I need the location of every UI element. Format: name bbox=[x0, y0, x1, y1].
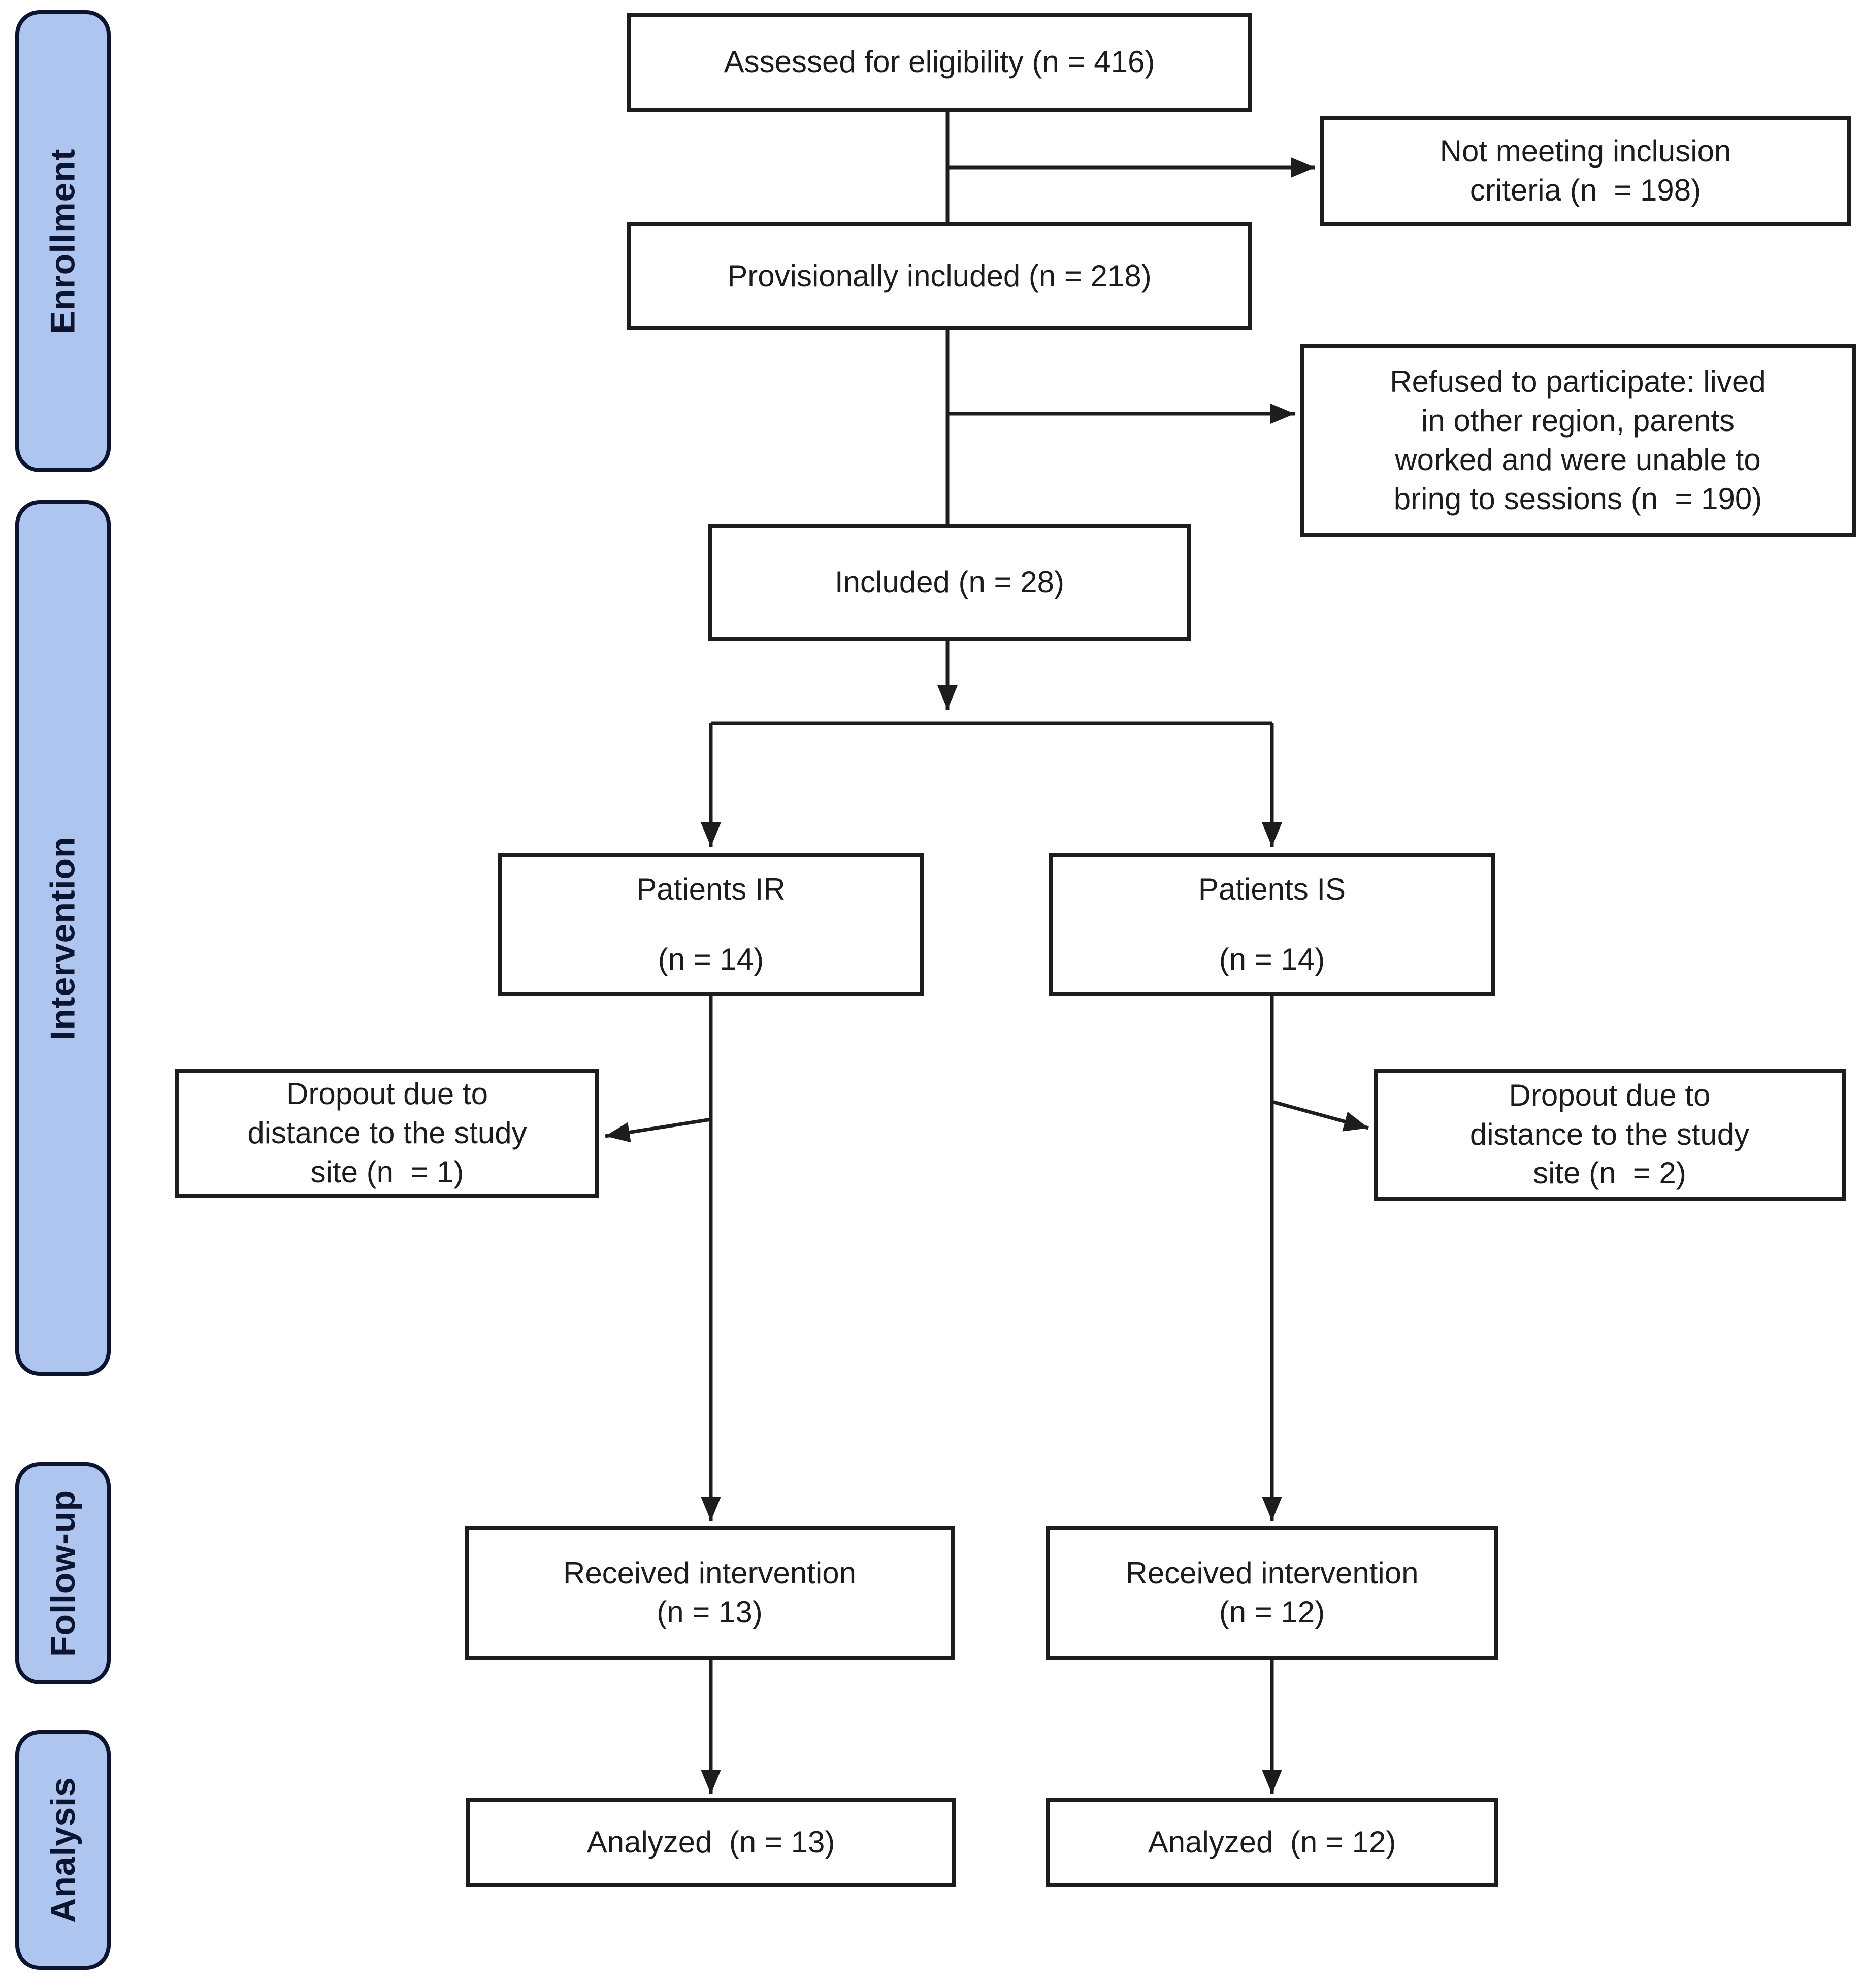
stage-followup-label: Follow-up bbox=[44, 1489, 83, 1658]
stage-intervention: Intervention bbox=[15, 500, 111, 1376]
node-analyzed-ir-label: Analyzed (n = 13) bbox=[586, 1825, 835, 1860]
node-received-intervention-ir: Received intervention (n = 13) bbox=[465, 1526, 955, 1660]
node-not-meeting-inclusion-criteria: Not meeting inclusion criteria (n = 198) bbox=[1320, 116, 1851, 226]
node-provisionally-label: Provisionally included (n = 218) bbox=[727, 258, 1152, 293]
node-assessed-label: Assessed for eligibility (n = 416) bbox=[724, 45, 1155, 79]
stage-analysis-label: Analysis bbox=[44, 1777, 83, 1923]
node-refused-label: Refused to participate: lived in other r… bbox=[1390, 365, 1766, 516]
node-analyzed-is-label: Analyzed (n = 12) bbox=[1148, 1825, 1396, 1860]
stage-followup: Follow-up bbox=[15, 1462, 111, 1684]
node-not-meeting-label: Not meeting inclusion criteria (n = 198) bbox=[1440, 134, 1731, 207]
node-patients-ir-label: Patients IR (n = 14) bbox=[636, 872, 786, 976]
node-received-ir-label: Received intervention (n = 13) bbox=[563, 1555, 856, 1629]
node-analyzed-is: Analyzed (n = 12) bbox=[1046, 1798, 1498, 1887]
node-dropout-is: Dropout due to distance to the study sit… bbox=[1374, 1069, 1846, 1201]
node-analyzed-ir: Analyzed (n = 13) bbox=[466, 1798, 956, 1887]
node-received-is-label: Received intervention (n = 12) bbox=[1125, 1555, 1419, 1629]
connector-to-dropout-ir bbox=[605, 1117, 711, 1143]
node-patients-ir: Patients IR (n = 14) bbox=[498, 853, 924, 996]
node-provisionally-included: Provisionally included (n = 218) bbox=[627, 222, 1252, 330]
node-assessed-for-eligibility: Assessed for eligibility (n = 416) bbox=[627, 13, 1252, 112]
stage-enrollment: Enrollment bbox=[15, 10, 111, 472]
connector-to-dropout-is bbox=[1271, 1100, 1369, 1132]
stage-enrollment-label: Enrollment bbox=[44, 148, 83, 334]
node-dropout-is-label: Dropout due to distance to the study sit… bbox=[1469, 1078, 1750, 1190]
node-dropout-ir-label: Dropout due to distance to the study sit… bbox=[247, 1077, 527, 1189]
node-patients-is: Patients IS (n = 14) bbox=[1049, 853, 1495, 996]
stage-analysis: Analysis bbox=[15, 1730, 111, 1970]
node-refused-to-participate: Refused to participate: lived in other r… bbox=[1300, 344, 1856, 537]
node-dropout-ir: Dropout due to distance to the study sit… bbox=[175, 1069, 599, 1198]
stage-intervention-label: Intervention bbox=[44, 836, 83, 1040]
node-included-label: Included (n = 28) bbox=[835, 565, 1064, 599]
node-included: Included (n = 28) bbox=[708, 524, 1191, 641]
node-received-intervention-is: Received intervention (n = 12) bbox=[1046, 1526, 1498, 1660]
node-patients-is-label: Patients IS (n = 14) bbox=[1198, 872, 1346, 976]
